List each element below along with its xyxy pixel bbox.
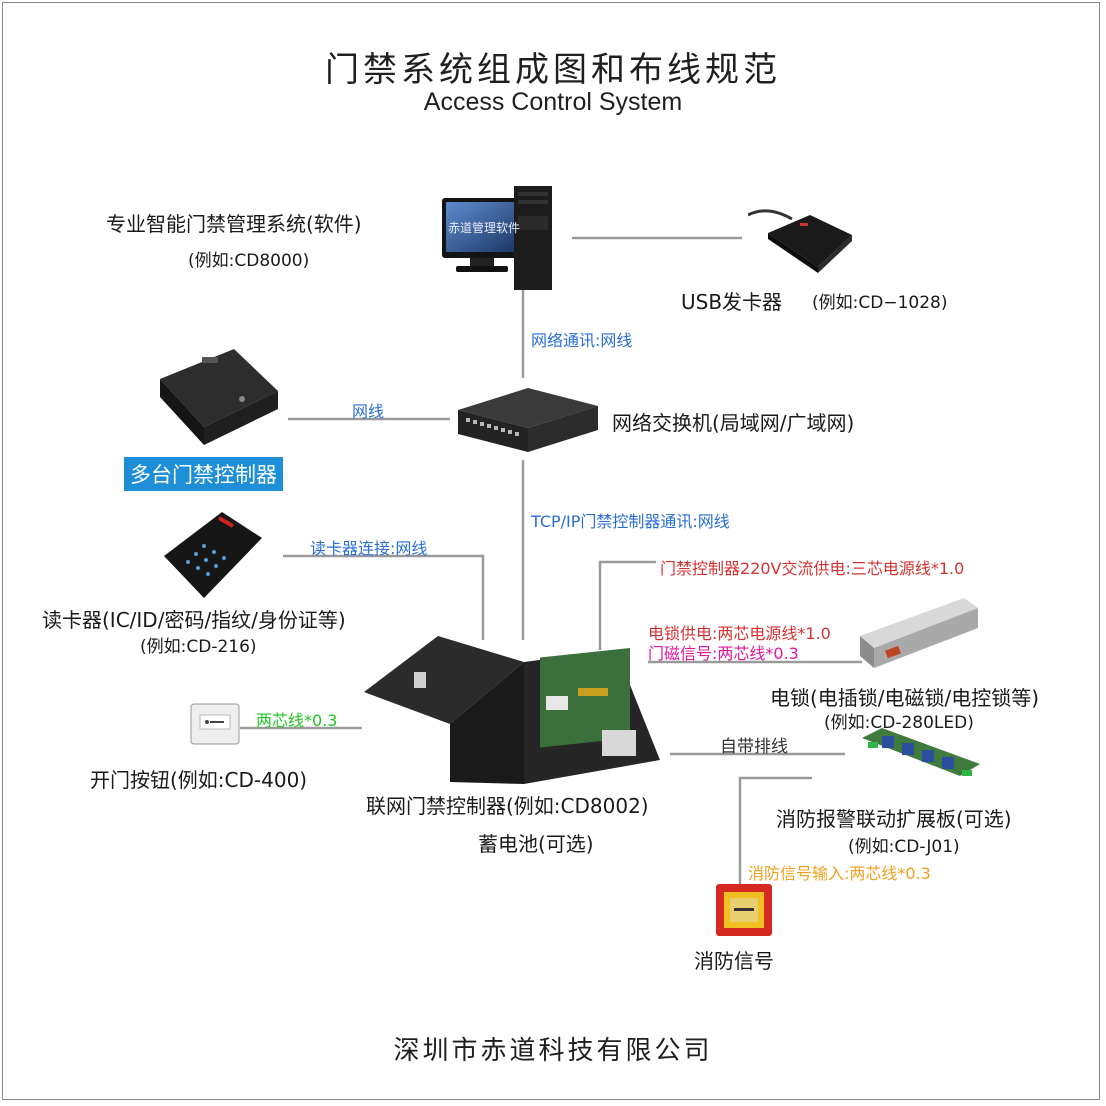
network-switch-icon: [458, 380, 598, 458]
battery-label: 蓄电池(可选): [478, 832, 594, 856]
page-subtitle: Access Control System: [423, 88, 683, 116]
fire-board-model: (例如:CD-J01): [848, 837, 960, 857]
computer-icon: 赤道管理软件: [442, 186, 554, 290]
usb-reader-model: (例如:CD−1028): [812, 293, 948, 313]
wire-label-switch-multi: 网线: [352, 402, 385, 421]
magnetic-lock-icon: [860, 598, 980, 672]
wire-label-fire-input: 消防信号输入:两芯线*0.3: [748, 864, 931, 883]
usb-reader-label: USB发卡器: [681, 290, 783, 314]
fire-linkage-board-icon: [862, 728, 980, 782]
wire-label-button: 两芯线*0.3: [256, 711, 338, 730]
lock-model: (例如:CD-280LED): [824, 713, 974, 733]
fire-signal-label: 消防信号: [694, 949, 774, 973]
wire-label-pc-switch: 网络通讯:网线: [531, 331, 633, 350]
exit-button-label: 开门按钮(例如:CD-400): [90, 768, 308, 792]
wire-label-door-sensor: 门磁信号:两芯线*0.3: [648, 644, 799, 663]
usb-card-reader-icon: [747, 205, 858, 275]
card-reader-model: (例如:CD-216): [140, 637, 257, 657]
multi-controller-label: 多台门禁控制器: [124, 457, 283, 491]
controller-label: 联网门禁控制器(例如:CD8002): [366, 794, 649, 818]
wire-label-ribbon: 自带排线: [720, 737, 788, 757]
lock-label: 电锁(电插锁/电磁锁/电控锁等): [770, 686, 1040, 710]
software-model: (例如:CD8000): [188, 251, 310, 271]
wire-label-power-220: 门禁控制器220V交流供电:三芯电源线*1.0: [660, 559, 965, 578]
fire-board-label: 消防报警联动扩展板(可选): [776, 807, 1012, 831]
company-name: 深圳市赤道科技有限公司: [393, 1036, 713, 1066]
wire-label-lock-power: 电锁供电:两芯电源线*1.0: [648, 624, 831, 643]
software-screen-text: 赤道管理软件: [448, 221, 521, 235]
network-controller-icon: [364, 636, 664, 784]
exit-button-icon: [190, 703, 240, 745]
multi-controller-box-icon: [152, 347, 282, 447]
page-title: 门禁系统组成图和布线规范: [325, 50, 781, 90]
wire-label-switch-controller: TCP/IP门禁控制器通讯:网线: [531, 512, 730, 531]
fire-alarm-icon: [716, 884, 772, 936]
keypad-reader-icon: [164, 512, 264, 600]
card-reader-label: 读卡器(IC/ID/密码/指纹/身份证等): [42, 608, 346, 632]
switch-label: 网络交换机(局域网/广域网): [612, 411, 855, 435]
software-label: 专业智能门禁管理系统(软件): [106, 212, 362, 236]
wire-label-reader: 读卡器连接:网线: [310, 539, 428, 558]
